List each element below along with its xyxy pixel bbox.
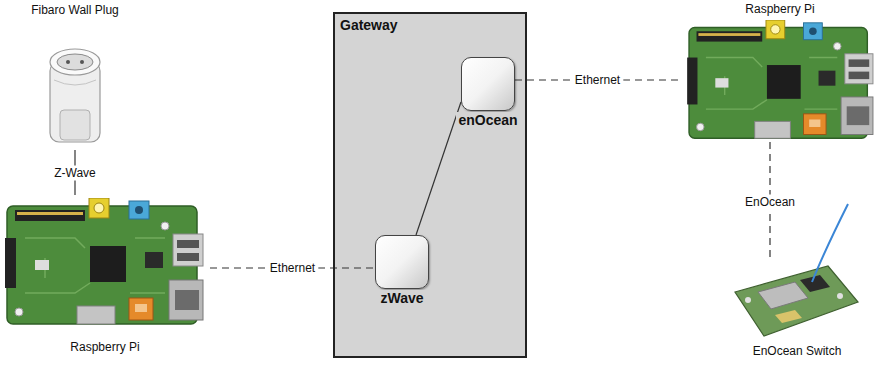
device-caption: Raspberry Pi [745,2,814,17]
link-label: EnOcean [742,195,798,210]
solid-link [416,102,461,235]
wall-plug-picture-part [80,60,84,64]
enocean-switch-picture-part [758,282,808,309]
device-node: EnOcean Switch [722,262,872,359]
wall-plug-picture-part [60,110,90,140]
gateway-ground [333,12,527,358]
module-box: zWave [375,235,429,307]
device-node: Fibaro Wall Plug [15,3,135,150]
enocean-switch-picture [735,204,858,336]
device-node: Raspberry Pi [0,195,210,355]
wall-plug-picture-part [57,54,93,70]
device-caption: Fibaro Wall Plug [31,3,119,18]
wall-plug-picture-part [54,80,96,85]
module-label: zWave [378,290,425,307]
device-node: Raspberry Pi [680,2,880,142]
link-label: Z-Wave [51,165,99,180]
module-box: enOcean [456,57,519,129]
raspberry-pi-picture [687,20,873,138]
group-box: enOcean zWave Gateway [333,12,527,358]
enocean-switch-picture-part [735,266,858,336]
group-heading: Gateway [335,14,403,37]
wall-plug-picture-part [50,49,100,75]
module-square [461,57,515,111]
module-square [375,235,429,289]
module-label: enOcean [456,112,519,129]
device-caption: Raspberry Pi [70,340,139,355]
wall-plug-picture [50,49,100,142]
link-label: Ethernet [572,73,623,88]
raspberry-pi-picture [5,198,203,324]
enocean-switch-picture-part [800,275,830,292]
enocean-switch-picture-part [775,310,802,323]
wall-plug-picture-part [66,60,70,64]
device-caption: EnOcean Switch [753,344,842,359]
link-label: Ethernet [267,261,318,276]
enocean-switch-picture-part [837,293,843,299]
enocean-switch-picture-part [745,297,751,303]
enocean-switch-picture-part [812,204,848,282]
